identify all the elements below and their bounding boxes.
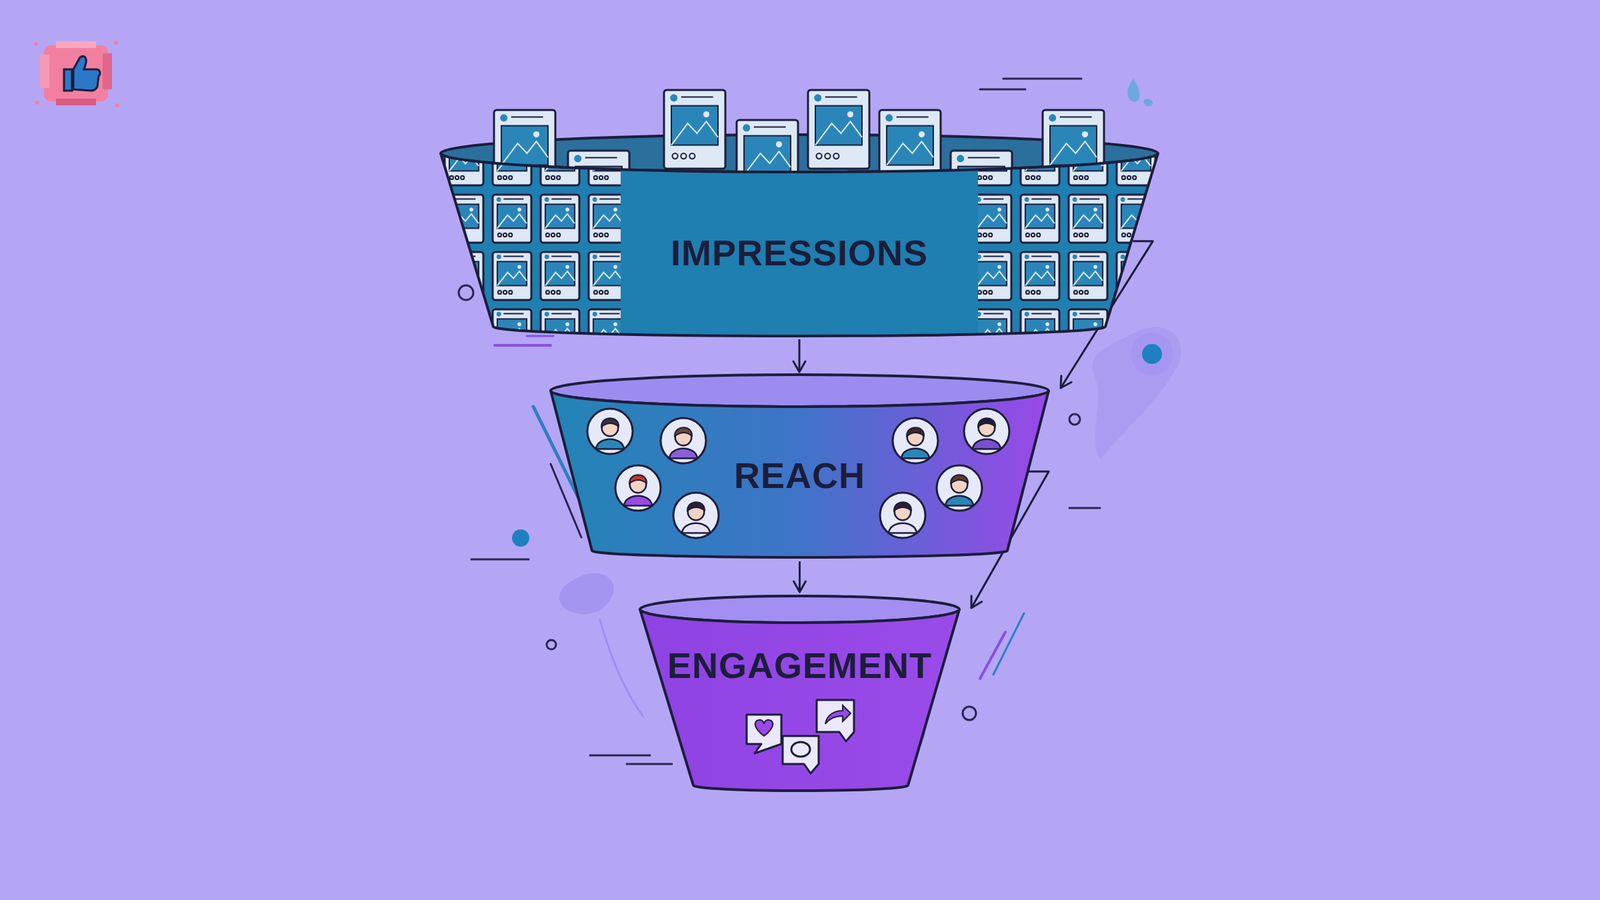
funnel-stage: REACH xyxy=(550,373,1049,559)
drop xyxy=(1127,78,1140,102)
logo xyxy=(34,40,120,108)
blob xyxy=(1092,327,1181,460)
accent-dots xyxy=(458,285,1174,720)
funnel-stage: IMPRESSIONS xyxy=(440,133,1158,337)
funnel-shape xyxy=(640,593,960,792)
blob xyxy=(559,573,614,614)
flow-arrow xyxy=(798,561,801,592)
stage-label: IMPRESSIONS xyxy=(440,234,1158,271)
flow-arrow xyxy=(798,339,801,372)
drop xyxy=(1144,98,1153,106)
stage-label: REACH xyxy=(550,457,1049,494)
funnel-stage: ENGAGEMENT xyxy=(640,593,960,792)
stage-label: ENGAGEMENT xyxy=(640,647,960,684)
